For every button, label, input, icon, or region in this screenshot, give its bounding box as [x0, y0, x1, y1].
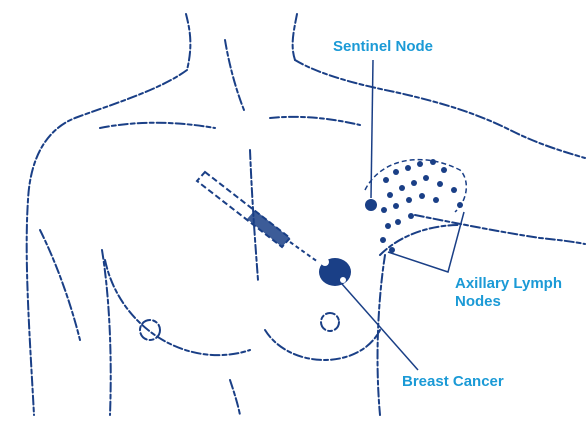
sentinel-node-leader: [371, 60, 373, 198]
axillary-lymph-nodes-label-line1: Axillary Lymph: [455, 275, 562, 293]
neck-right-outline: [293, 14, 297, 60]
axillary-lymph-nodes-label-line2: Nodes: [455, 293, 562, 311]
torso-lower-line-left: [230, 380, 240, 415]
axilla-outline: [365, 160, 466, 212]
neck-left-outline: [186, 14, 190, 70]
axillary-lymph-nodes-label: Axillary Lymph Nodes: [455, 275, 562, 311]
tumor-mass: [319, 258, 351, 286]
left-clavicle: [100, 123, 215, 128]
syringe-icon: [197, 172, 318, 262]
left-breast-outline: [105, 260, 250, 355]
right-breast-outline: [265, 330, 380, 360]
neck-center-line: [225, 40, 244, 110]
right-nipple: [321, 313, 339, 331]
left-shoulder-outline: [27, 70, 187, 415]
sentinel-node-mark: [365, 199, 377, 211]
right-arm-upper-outline: [415, 215, 585, 244]
right-torso-outline: [378, 255, 385, 415]
right-shoulder-outline: [295, 60, 585, 158]
left-arm-inner: [40, 230, 80, 340]
left-nipple: [140, 320, 160, 340]
axillary-lymph-nodes-cluster: [380, 159, 463, 253]
sentinel-node-label: Sentinel Node: [333, 38, 433, 56]
right-clavicle: [270, 117, 360, 125]
breast-cancer-label: Breast Cancer: [402, 373, 504, 391]
